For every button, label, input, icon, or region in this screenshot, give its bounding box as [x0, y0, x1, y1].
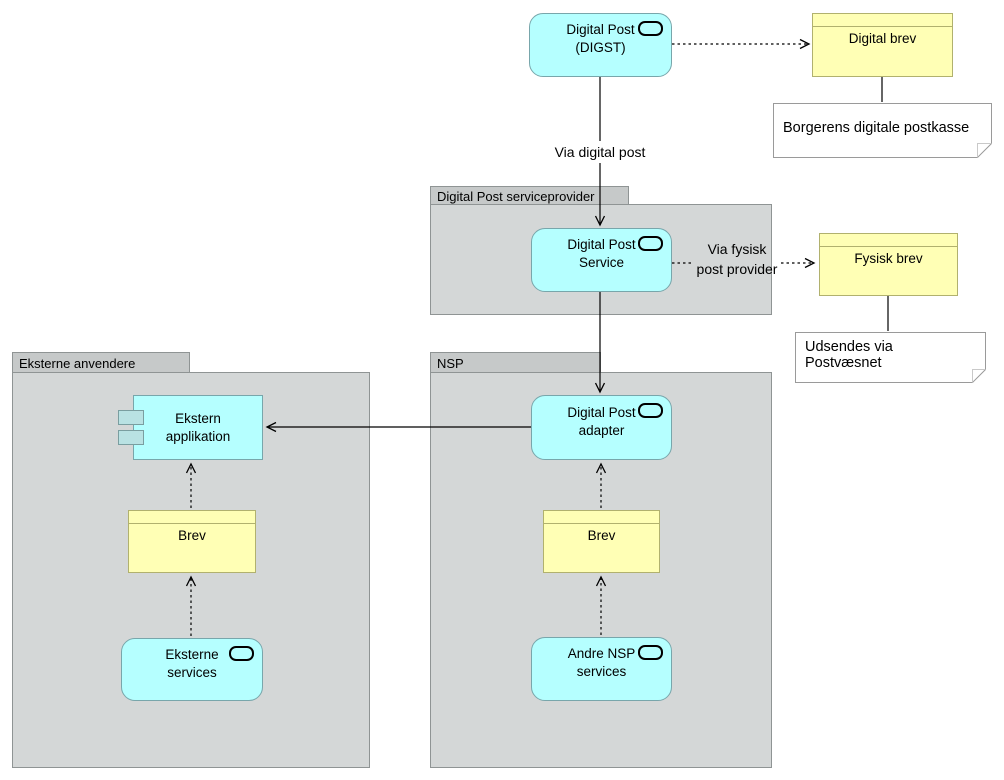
service-icon [229, 646, 254, 661]
edge-label-via-fysisk-post-provider: Via fysisk post provider [696, 241, 778, 277]
service-icon [638, 21, 663, 36]
note-text: Udsendes via Postvæsnet [805, 338, 893, 371]
edge-label-via-digital-post: Via digital post [554, 144, 646, 160]
group-tab-nsp: NSP [430, 352, 601, 373]
service-icon [638, 236, 663, 251]
business-object-band [813, 14, 952, 27]
node-brev-eksterne: Brev [128, 510, 256, 573]
node-label: Brev [178, 528, 206, 543]
note-outline [795, 332, 986, 383]
business-object-band [544, 511, 659, 524]
note-borgerens-digitale-postkasse: Borgerens digitale postkasse [773, 103, 992, 158]
node-digital-post-adapter: Digital Post adapter [531, 395, 672, 460]
component-icon [118, 410, 144, 425]
group-tab-eksterne-anvendere: Eksterne anvendere [12, 352, 190, 373]
node-digital-post-digst: Digital Post (DIGST) [529, 13, 672, 77]
node-label: Digital Post (DIGST) [566, 22, 635, 55]
node-label: Brev [587, 528, 616, 543]
node-label: Eksterne services [165, 646, 219, 680]
group-tab-serviceprovider: Digital Post serviceprovider [430, 186, 629, 205]
component-icon [118, 430, 144, 445]
node-label: Digital Post Service [567, 237, 636, 270]
node-label: Digital Post adapter [567, 404, 636, 438]
node-fysisk-brev: Fysisk brev [819, 233, 958, 296]
business-object-band [129, 511, 255, 524]
node-eksterne-services: Eksterne services [121, 638, 263, 701]
node-brev-nsp: Brev [543, 510, 660, 573]
service-icon [638, 645, 663, 660]
note-udsendes-via-postvaesnet: Udsendes via Postvæsnet [795, 332, 986, 383]
node-ekstern-applikation: Ekstern applikation [118, 395, 263, 460]
business-object-band [820, 234, 957, 247]
node-label: Fysisk brev [854, 251, 923, 266]
service-icon [638, 403, 663, 418]
node-label: Digital brev [848, 31, 917, 46]
node-label: Ekstern applikation [165, 410, 231, 444]
note-text: Borgerens digitale postkasse [783, 119, 970, 136]
node-digital-post-service: Digital Post Service [531, 228, 672, 292]
node-label: Andre NSP services [567, 646, 636, 679]
node-digital-brev: Digital brev [812, 13, 953, 77]
note-outline [773, 103, 992, 158]
node-andre-nsp-services: Andre NSP services [531, 637, 672, 701]
